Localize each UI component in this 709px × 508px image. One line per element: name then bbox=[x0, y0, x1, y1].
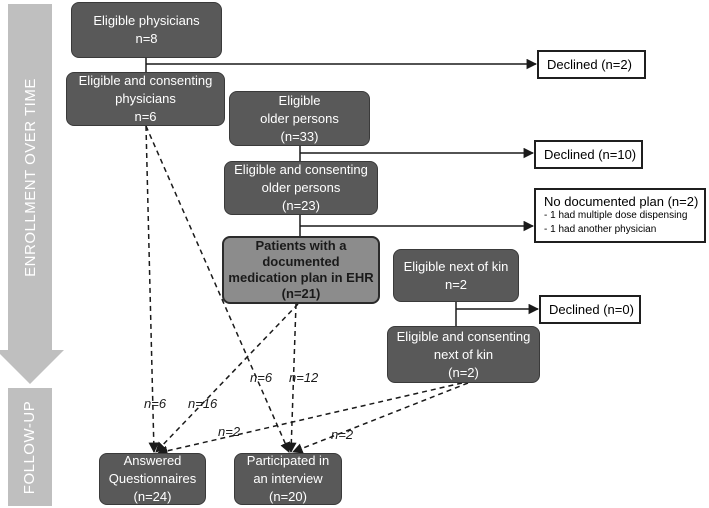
patients-with-plan-node: Patients with a documented medication pl… bbox=[222, 236, 380, 304]
flow-label-patients-answered: n=16 bbox=[188, 396, 218, 411]
no-documented-plan-box: No documented plan (n=2) - 1 had multipl… bbox=[534, 188, 706, 243]
flow-label-patients-interview: n=12 bbox=[289, 370, 319, 385]
flow-label-phys-answered: n=6 bbox=[144, 396, 167, 411]
followup-label: FOLLOW-UP bbox=[21, 400, 39, 494]
consenting-physicians-node: Eligible and consenting physicians n=6 bbox=[66, 72, 225, 126]
declined-physicians-box: Declined (n=2) bbox=[537, 50, 646, 79]
flow-patients-interview bbox=[286, 303, 297, 454]
eligible-next-of-kin-node: Eligible next of kin n=2 bbox=[393, 249, 519, 302]
consenting-older-persons-node: Eligible and consenting older persons (n… bbox=[224, 161, 378, 215]
flow-label-kin-interview: n=2 bbox=[331, 427, 354, 442]
enrollment-arrow bbox=[0, 4, 64, 384]
answered-questionnaires-node: Answered Questionnaires (n=24) bbox=[99, 453, 206, 505]
flow-phys-answered bbox=[145, 125, 160, 454]
flow-patients-answered bbox=[155, 303, 299, 453]
eligible-older-persons-node: Eligible older persons (n=33) bbox=[229, 91, 370, 146]
flow-label-kin-answered: n=2 bbox=[218, 424, 241, 439]
flow-kin-answered bbox=[156, 382, 463, 456]
followup-bar bbox=[8, 388, 52, 506]
flow-kin-interview bbox=[292, 382, 469, 454]
consenting-next-of-kin-node: Eligible and consenting next of kin (n=2… bbox=[387, 326, 540, 383]
flow-label-phys-interview: n=6 bbox=[250, 370, 273, 385]
participated-interview-node: Participated in an interview (n=20) bbox=[234, 453, 342, 505]
declined-next-of-kin-box: Declined (n=0) bbox=[539, 295, 641, 324]
declined-older-persons-box: Declined (n=10) bbox=[534, 140, 643, 169]
eligible-physicians-node: Eligible physicians n=8 bbox=[71, 2, 222, 58]
enrollment-label: ENROLLMENT OVER TIME bbox=[21, 77, 39, 277]
